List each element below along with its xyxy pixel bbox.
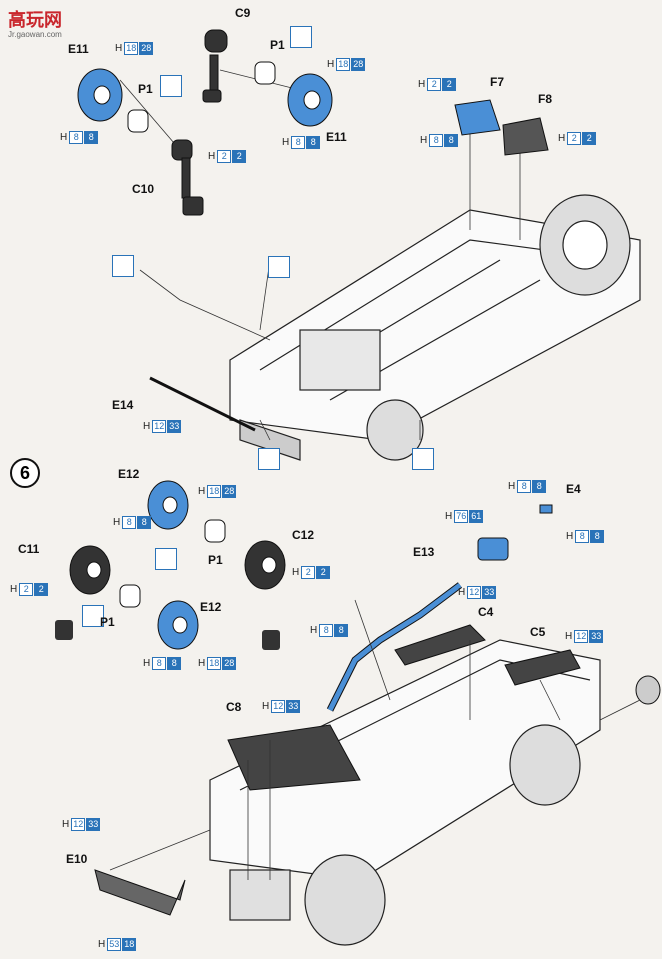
label-c10: C10: [132, 182, 155, 196]
no-glue-icon: [112, 255, 134, 277]
label-e14: E14: [112, 398, 134, 412]
label-c5: C5: [530, 625, 546, 639]
part-p1-lower-b: [119, 584, 141, 608]
watermark-logo: 高玩网: [8, 10, 62, 30]
part-hub-right: [635, 675, 661, 705]
part-c12: [244, 540, 286, 650]
label-e10: E10: [66, 852, 88, 866]
label-f7: F7: [490, 75, 505, 89]
part-e14: [149, 376, 256, 432]
part-e11-left: [77, 68, 123, 122]
part-c11: [55, 545, 111, 640]
label-e13: E13: [413, 545, 435, 559]
part-p1-top-right: [254, 61, 276, 85]
label-c4: C4: [478, 605, 494, 619]
no-glue-icon: [412, 448, 434, 470]
part-c4: [394, 624, 486, 666]
step-number: 6: [10, 458, 40, 488]
no-glue-icon: [258, 448, 280, 470]
label-e4: E4: [566, 482, 581, 496]
label-p1: P1: [208, 553, 223, 567]
label-c8: C8: [226, 700, 242, 714]
label-p1: P1: [100, 615, 115, 629]
part-e11-right: [287, 73, 333, 127]
label-e12: E12: [118, 467, 140, 481]
watermark-url: Jr.gaowan.com: [8, 30, 62, 39]
part-f7: [454, 99, 501, 136]
no-glue-icon: [268, 256, 290, 278]
label-e12: E12: [200, 600, 222, 614]
part-e12-top: [147, 480, 189, 530]
lower-chassis: [209, 639, 601, 946]
part-c10: [171, 139, 204, 216]
part-c5: [504, 649, 581, 686]
no-glue-icon: [155, 548, 177, 570]
part-f8: [502, 117, 549, 156]
upper-chassis: [229, 194, 641, 461]
part-p1-lower-a: [204, 519, 226, 543]
part-e13: [326, 537, 509, 712]
no-glue-icon: [160, 75, 182, 97]
lower-leader-lines: [109, 599, 641, 880]
label-p1: P1: [270, 38, 285, 52]
part-e10: [94, 869, 186, 916]
label-f8: F8: [538, 92, 553, 106]
no-glue-icon: [82, 605, 104, 627]
label-e11: E11: [68, 42, 89, 56]
label-c12: C12: [292, 528, 315, 542]
part-c9: [202, 29, 228, 103]
label-p1: P1: [138, 82, 153, 96]
label-e11: E11: [326, 130, 347, 144]
part-e12-bottom: [157, 600, 199, 650]
part-c8: [227, 724, 361, 791]
label-c9: C9: [235, 6, 251, 20]
part-p1-top-left: [127, 109, 149, 133]
part-e4: [539, 504, 553, 514]
no-glue-icon: [290, 26, 312, 48]
label-c11: C11: [18, 542, 40, 556]
